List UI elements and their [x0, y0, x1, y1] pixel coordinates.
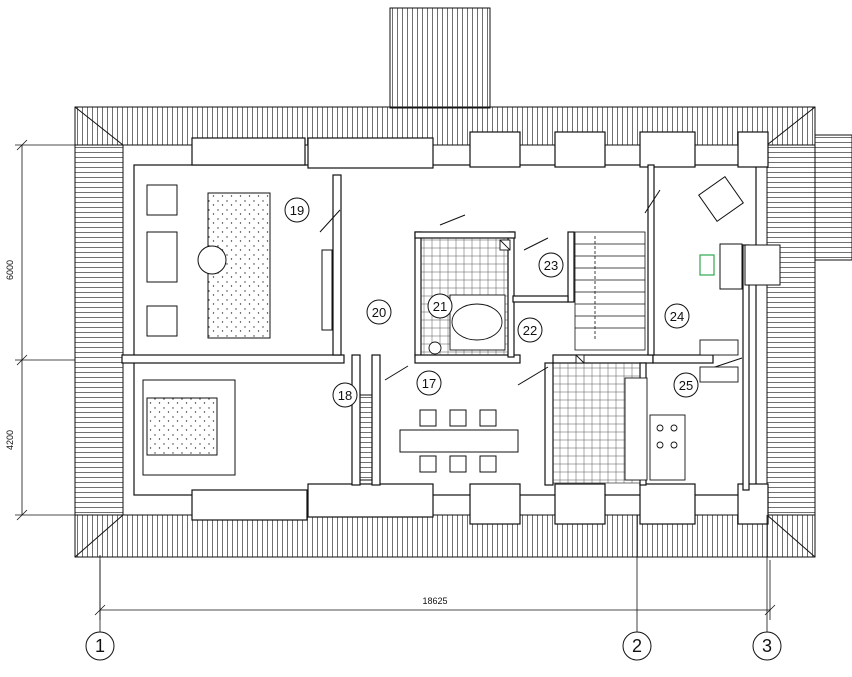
dimension-left: [15, 139, 75, 521]
room-label-17: 17: [422, 376, 436, 391]
axis-label-1: 1: [95, 636, 105, 656]
kitchen: [624, 339, 739, 481]
living-room-furniture: [146, 184, 333, 339]
axis-label-3: 3: [762, 636, 772, 656]
axis-markers: 1 2 3: [85, 515, 782, 661]
floor-outline: [122, 144, 768, 516]
roof: [74, 106, 816, 558]
room-label-20: 20: [372, 305, 386, 320]
room-label-19: 19: [290, 203, 304, 218]
dining-furniture: [399, 409, 519, 473]
study-furniture: [698, 176, 781, 290]
dim-upper-height: 6000: [5, 260, 15, 280]
bath-fixtures: [428, 239, 585, 364]
stairs: [574, 231, 646, 351]
chimney: [389, 7, 491, 109]
dim-lower-height: 4200: [5, 430, 15, 450]
dormers: [191, 131, 769, 525]
room-label-21: 21: [433, 299, 447, 314]
room-labels: 19 20 21 22 23 24 25 17 18: [284, 197, 699, 408]
dim-overall-width: 18625: [422, 596, 447, 606]
room-label-18: 18: [338, 388, 352, 403]
dimension-bottom: [94, 560, 776, 620]
room-label-22: 22: [523, 323, 537, 338]
room-label-23: 23: [544, 258, 558, 273]
walls: [121, 164, 750, 491]
room-label-24: 24: [670, 309, 684, 324]
plant-icon: [699, 254, 715, 276]
doors: [319, 189, 743, 386]
axis-label-2: 2: [632, 636, 642, 656]
porch-roof: [814, 134, 852, 261]
room-label-25: 25: [679, 378, 693, 393]
bedroom-furniture: [142, 379, 373, 481]
